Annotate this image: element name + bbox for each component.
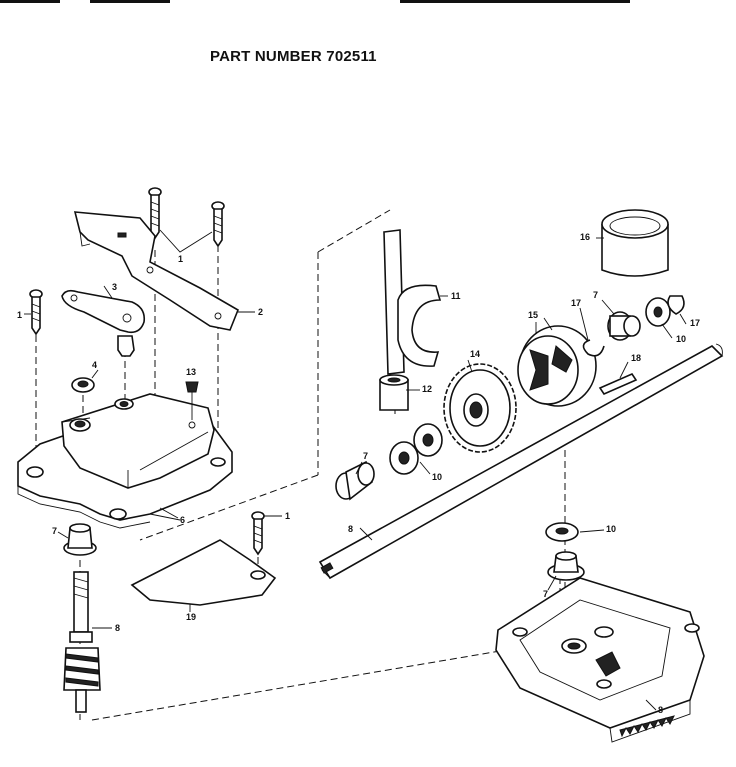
callout-7-lower: 7	[543, 589, 548, 599]
callout-10-right: 10	[676, 334, 686, 344]
gear-part-14	[443, 363, 517, 453]
clutch-part-15	[517, 322, 597, 407]
bearing-part-7-right	[607, 311, 641, 341]
callout-8-case: 8	[658, 705, 663, 715]
callout-14: 14	[470, 349, 480, 359]
callout-10-lower: 10	[606, 524, 616, 534]
shift-fork-part-11	[383, 229, 448, 375]
callout-1-right: 1	[285, 511, 290, 521]
callout-15: 15	[528, 310, 538, 320]
washer-part-4	[71, 369, 99, 393]
callout-12: 12	[422, 384, 432, 394]
callout-19: 19	[186, 612, 196, 622]
retaining-ring-part-17	[582, 339, 605, 357]
lever-part-3	[61, 285, 146, 357]
bearing-part-7-center	[335, 460, 375, 501]
spacer-part-12	[379, 374, 409, 411]
shaft-part-9	[318, 343, 724, 580]
washer-part-10-center-b	[413, 423, 443, 457]
washer-part-10-center-a	[389, 441, 419, 475]
callout-8-worm: 8	[115, 623, 120, 633]
screw-left	[24, 289, 43, 336]
bearing-part-7-left	[57, 523, 97, 556]
callout-13: 13	[186, 367, 196, 377]
callout-7-left: 7	[52, 526, 57, 536]
gear-case-part-8	[495, 577, 705, 743]
worm-shaft-part-8	[63, 571, 112, 713]
washer-part-10-lower	[545, 522, 579, 542]
leader-lines	[159, 237, 687, 711]
screw-pair-top	[148, 187, 225, 253]
washer-part-10-right	[645, 297, 671, 327]
page-title: PART NUMBER 702511	[210, 48, 377, 65]
callout-11: 11	[451, 291, 461, 301]
callout-2: 2	[258, 307, 263, 317]
bearing-part-7-lower	[547, 551, 585, 581]
callout-1-top: 1	[178, 254, 183, 264]
screw-part-1-right	[251, 511, 282, 556]
callout-18: 18	[631, 353, 641, 363]
callout-6: 6	[180, 515, 185, 525]
bracket-part-2	[73, 211, 255, 331]
callout-1-left: 1	[17, 310, 22, 320]
scan-artifact	[400, 0, 630, 3]
housing-cover-part-6	[17, 393, 233, 529]
callout-17-right: 17	[690, 318, 700, 328]
callout-8-shaft: 8	[348, 524, 353, 534]
key-part-18	[598, 372, 638, 396]
callout-3: 3	[112, 282, 117, 292]
plate-part-19	[130, 539, 277, 612]
scan-artifact	[90, 0, 170, 3]
plug-part-13	[185, 381, 199, 429]
callout-4: 4	[92, 360, 97, 370]
retaining-ring-part-17-right	[667, 295, 685, 315]
scan-artifact	[0, 0, 60, 3]
bushing-part-16	[601, 209, 669, 277]
callout-10-center: 10	[432, 472, 442, 482]
callout-16: 16	[580, 232, 590, 242]
callout-17-left: 17	[571, 298, 581, 308]
callout-7-right: 7	[593, 290, 598, 300]
callout-labels: 1 1 1 2 3 4 6 7 7 7 7 8 8 8 10 10 10 11 …	[17, 232, 700, 715]
callout-7-center: 7	[363, 451, 368, 461]
